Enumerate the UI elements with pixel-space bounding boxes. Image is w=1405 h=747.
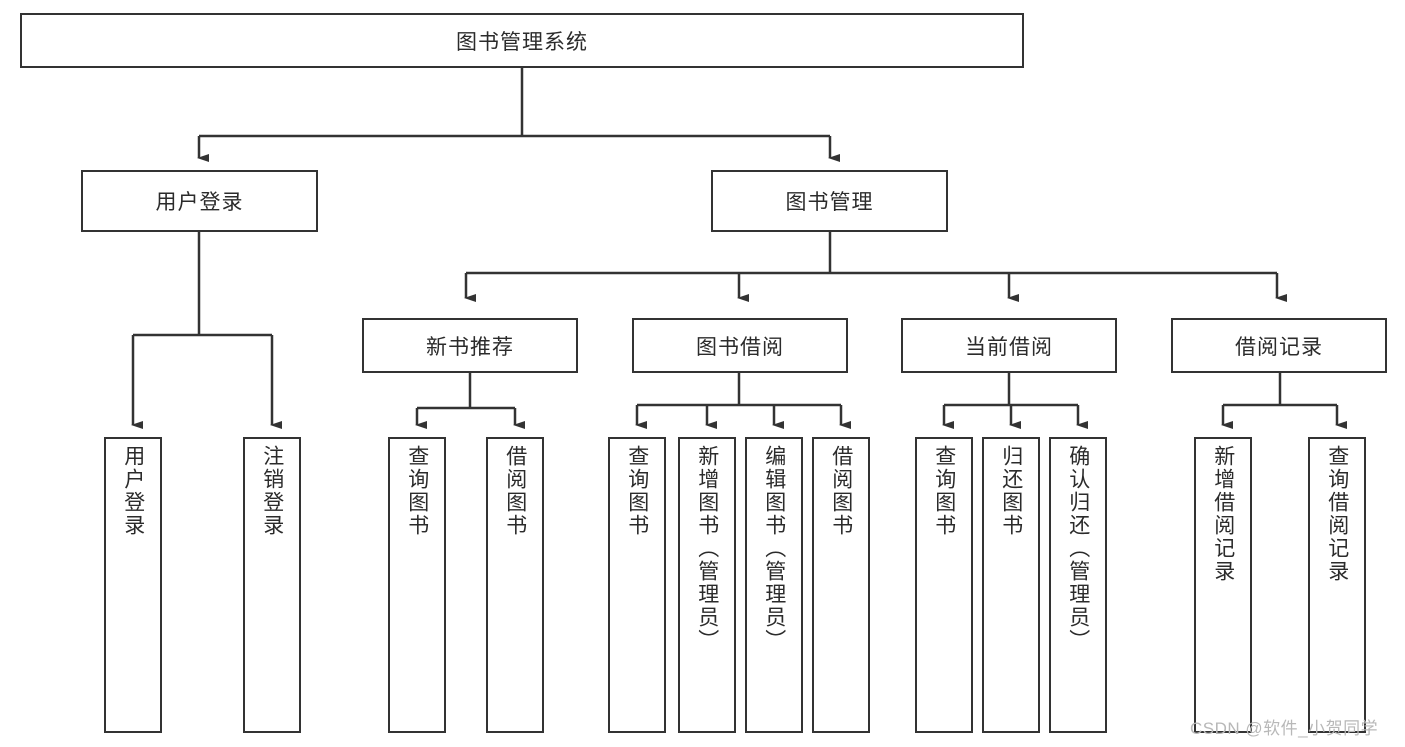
node-label: 查询借阅记录 xyxy=(1325,445,1349,583)
node-user-login[interactable]: 用户登录 xyxy=(81,170,318,232)
node-label: 借阅记录 xyxy=(1235,335,1323,359)
node-label: 图书管理 xyxy=(785,191,874,214)
node-leaf-query-book-3[interactable]: 查询图书 xyxy=(915,437,973,733)
node-book-borrow[interactable]: 图书借阅 xyxy=(632,318,848,373)
node-leaf-borrow-book-2[interactable]: 借阅图书 xyxy=(812,437,870,733)
node-leaf-query-book-1[interactable]: 查询图书 xyxy=(388,437,446,733)
node-label: 当前借阅 xyxy=(965,335,1053,359)
node-current-borrow[interactable]: 当前借阅 xyxy=(901,318,1117,373)
csdn-watermark: CSDN @软件_小贺同学 xyxy=(1190,719,1379,738)
node-leaf-borrow-book-1[interactable]: 借阅图书 xyxy=(486,437,544,733)
node-leaf-add-borrow-record[interactable]: 新增借阅记录 xyxy=(1194,437,1252,733)
node-leaf-logout-login[interactable]: 注销登录 xyxy=(243,437,301,733)
node-leaf-query-borrow-record[interactable]: 查询借阅记录 xyxy=(1308,437,1366,733)
node-label: 查询图书 xyxy=(405,445,429,537)
node-label: 借阅图书 xyxy=(503,445,527,537)
node-label: 编辑图书（管理员） xyxy=(762,445,786,652)
node-leaf-add-book[interactable]: 新增图书（管理员） xyxy=(678,437,736,733)
node-label: 确认归还（管理员） xyxy=(1066,445,1090,652)
node-label: 新增图书（管理员） xyxy=(695,445,719,652)
node-leaf-confirm-return[interactable]: 确认归还（管理员） xyxy=(1049,437,1107,733)
node-book-manage[interactable]: 图书管理 xyxy=(711,170,948,232)
node-label: 查询图书 xyxy=(625,445,649,537)
node-label: 注销登录 xyxy=(260,445,284,537)
node-label: 用户登录 xyxy=(121,445,145,537)
node-borrow-record[interactable]: 借阅记录 xyxy=(1171,318,1387,373)
node-leaf-return-book[interactable]: 归还图书 xyxy=(982,437,1040,733)
node-label: 新书推荐 xyxy=(426,335,514,359)
node-label: 查询图书 xyxy=(932,445,956,537)
node-label: 归还图书 xyxy=(999,445,1023,537)
node-leaf-query-book-2[interactable]: 查询图书 xyxy=(608,437,666,733)
node-label: 借阅图书 xyxy=(829,445,853,537)
node-label: 用户登录 xyxy=(155,191,244,214)
node-label: 图书管理系统 xyxy=(456,30,588,54)
node-leaf-user-login[interactable]: 用户登录 xyxy=(104,437,162,733)
node-label: 新增借阅记录 xyxy=(1211,445,1235,583)
node-new-book-recommend[interactable]: 新书推荐 xyxy=(362,318,578,373)
node-label: 图书借阅 xyxy=(696,335,784,359)
node-root-system[interactable]: 图书管理系统 xyxy=(20,13,1024,68)
node-leaf-edit-book[interactable]: 编辑图书（管理员） xyxy=(745,437,803,733)
